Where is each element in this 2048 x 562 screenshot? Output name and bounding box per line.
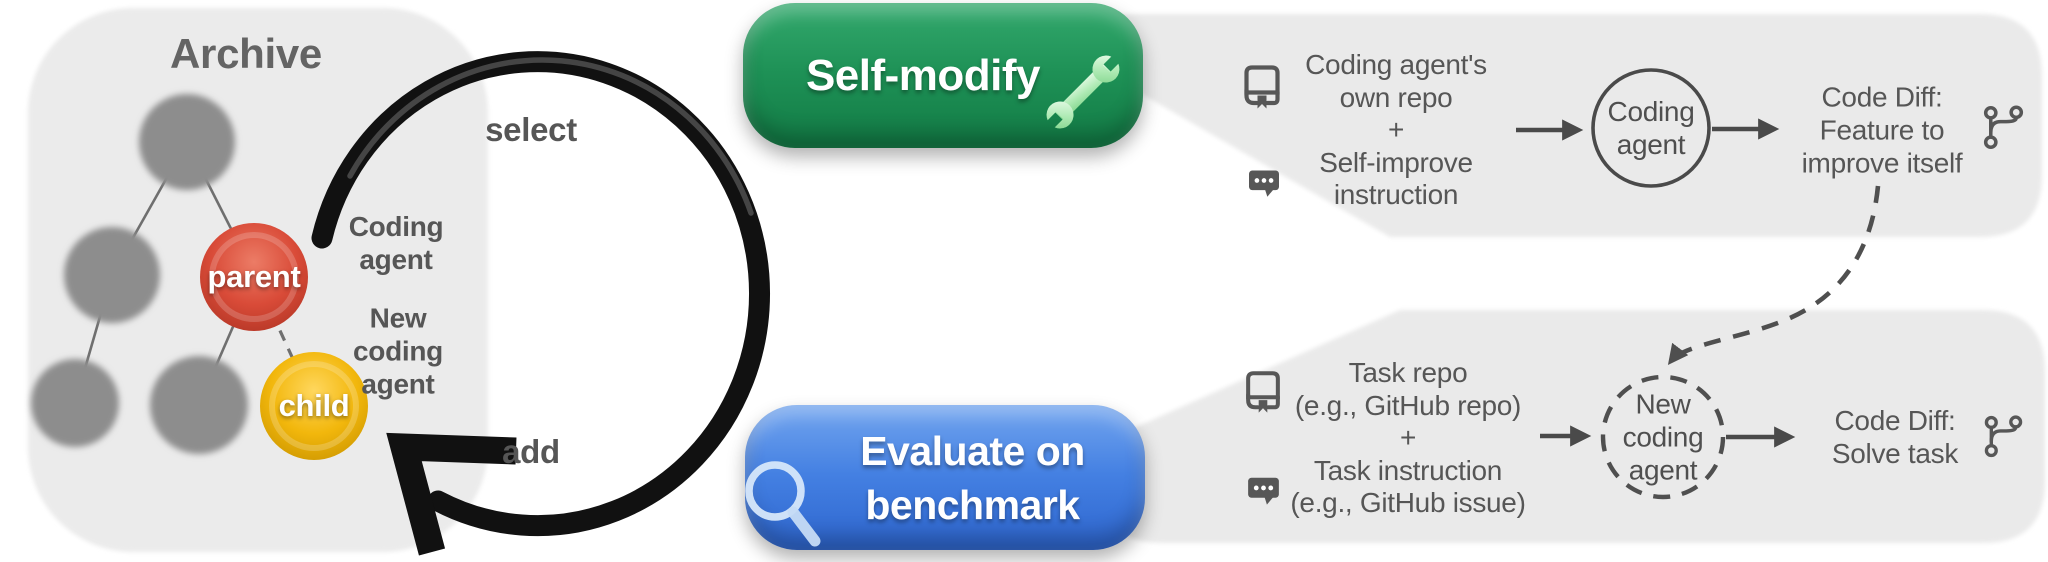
magnifier-icon — [745, 461, 821, 547]
new-coding-agent-circle-label: New coding agent — [1622, 388, 1704, 486]
child-node — [260, 352, 368, 460]
child-node-gloss — [269, 361, 359, 451]
evaluate-benchmark-button-label: Evaluate on benchmark — [860, 427, 1085, 528]
parent-node — [200, 223, 308, 331]
tree-node — [150, 356, 248, 454]
coding-agent-circle-label: Coding agent — [1607, 96, 1695, 160]
task-output-text: Code Diff: Solve task — [1831, 405, 1959, 469]
loop-ring — [311, 51, 770, 556]
select-label: select — [485, 111, 577, 148]
tree-node — [139, 94, 235, 190]
task-input-text: Task repo (e.g., GitHub repo) + Task ins… — [1290, 356, 1526, 518]
parent-node-label: parent — [207, 259, 301, 294]
new-coding-agent-dashed-circle — [1600, 374, 1726, 500]
parent-node-gloss — [209, 232, 299, 322]
wrench-icon — [1046, 55, 1120, 129]
self-modify-input-text: Coding agent's own repo + Self-improve i… — [1305, 48, 1487, 210]
self-modify-button-label: Self-modify — [805, 50, 1041, 100]
tree-node — [64, 227, 160, 323]
coding-agent-circle — [1591, 68, 1711, 188]
add-label: add — [502, 433, 560, 470]
archive-title: Archive — [170, 30, 322, 77]
loop-arrowhead — [386, 432, 517, 556]
coding-agent-loop-label: Coding agent — [348, 211, 444, 275]
comment-icon — [1249, 170, 1279, 197]
self-modify-button[interactable]: Self-modify — [743, 3, 1143, 148]
child-node-label: child — [278, 388, 350, 423]
new-coding-agent-loop-label: New coding agent — [353, 302, 443, 400]
evaluate-benchmark-button[interactable]: Evaluate on benchmark — [745, 405, 1145, 550]
archive-gray-nodes — [31, 94, 248, 454]
tree-node — [31, 359, 119, 447]
self-improve-dashed-arrow — [1667, 185, 1881, 366]
self-modify-output-text: Code Diff: Feature to improve itself — [1801, 81, 1963, 179]
